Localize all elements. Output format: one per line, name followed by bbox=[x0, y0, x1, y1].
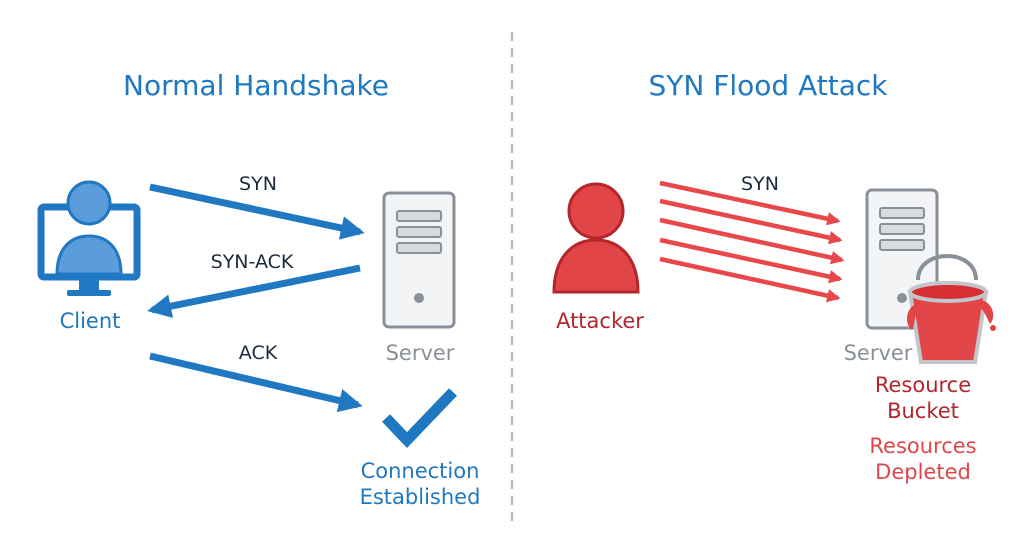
checkmark-icon bbox=[382, 388, 457, 448]
ack-label: ACK bbox=[238, 342, 278, 364]
depleted-line: Depleted bbox=[875, 460, 971, 484]
bucket-line: Bucket bbox=[887, 399, 959, 423]
connection-established-label: Connection Established bbox=[360, 458, 481, 510]
resources-depleted-label: Resources Depleted bbox=[869, 433, 976, 485]
normal-handshake-title: Normal Handshake bbox=[123, 69, 389, 102]
user-icon bbox=[552, 182, 640, 294]
client-label: Client bbox=[59, 309, 121, 333]
syn-ack-arrow bbox=[147, 264, 361, 318]
syn-flood-arrows bbox=[659, 180, 845, 303]
flood-arrow bbox=[659, 217, 845, 265]
overflowing-bucket-icon bbox=[907, 254, 996, 364]
resource-line: Resource bbox=[874, 373, 972, 397]
resources-line: Resources bbox=[869, 434, 977, 458]
server-label: Server bbox=[385, 341, 455, 365]
ack-arrow bbox=[149, 352, 363, 413]
resource-bucket-label: Resource Bucket bbox=[875, 372, 971, 424]
established-line: Established bbox=[359, 485, 481, 509]
flood-arrow bbox=[659, 256, 841, 303]
syn-arrow bbox=[149, 183, 365, 240]
flood-syn-label: SYN bbox=[741, 173, 779, 195]
flood-arrow bbox=[659, 237, 843, 284]
flood-arrow bbox=[659, 198, 843, 245]
connection-line: Connection bbox=[360, 459, 480, 483]
syn-label: SYN bbox=[239, 173, 277, 195]
server-tower-icon bbox=[382, 191, 456, 329]
flood-arrow bbox=[659, 180, 841, 226]
attacker-label: Attacker bbox=[556, 309, 644, 333]
syn-flood-title: SYN Flood Attack bbox=[648, 69, 888, 102]
attack-server-label: Server bbox=[843, 341, 913, 365]
syn-ack-label: SYN-ACK bbox=[210, 251, 294, 273]
computer-user-icon bbox=[37, 180, 141, 296]
